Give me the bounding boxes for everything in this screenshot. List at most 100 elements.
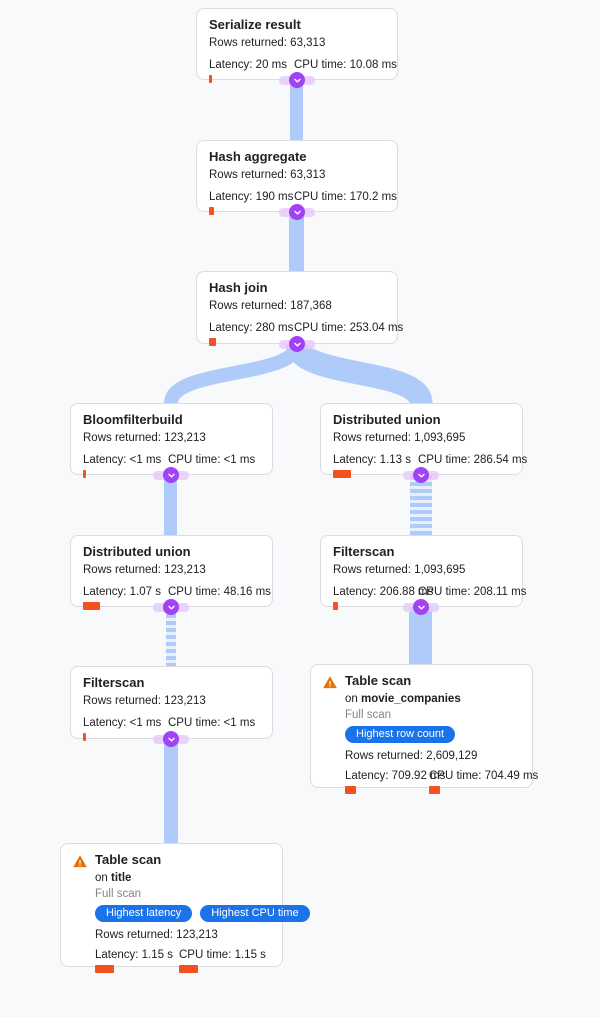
rows-returned-label: Rows returned: 2,609,129 [345,750,478,762]
rows-returned-label: Rows returned: 1,093,695 [333,432,466,444]
latency-bar [333,470,351,478]
on-prefix: on [95,872,111,884]
latency-bar [83,602,100,610]
edge-filterscan-right-to-tablescan-right [409,607,432,664]
plan-node-filterscan-left[interactable]: Filterscan Rows returned: 123,213 Latenc… [70,666,273,741]
edge-filterscan-left-to-tablescan-left [164,739,178,843]
plan-node-hash-aggregate[interactable]: Hash aggregate Rows returned: 63,313 Lat… [196,140,398,215]
latency-bar [209,75,212,83]
cpu-time-label: CPU time: 1.15 s [179,949,266,961]
scan-target: on title [95,871,270,886]
collapse-toggle-serialize-result[interactable] [279,72,315,88]
cpu-time-label: CPU time: <1 ms [168,717,256,729]
rows-returned-label: Rows returned: 123,213 [83,564,206,576]
node-title: Filterscan [83,675,145,690]
edge-serialize-to-hashaggregate [290,80,303,140]
cpu-time-bar [429,786,440,794]
table-name: title [111,872,132,884]
rows-returned-label: Rows returned: 1,093,695 [333,564,466,576]
latency-bar [345,786,356,794]
scan-target: on movie_companies [345,692,520,707]
rows-returned-label: Rows returned: 63,313 [209,169,326,181]
node-title: Hash aggregate [209,149,307,164]
edge-hashaggregate-to-hashjoin [289,212,304,271]
plan-node-bloomfilterbuild[interactable]: Bloomfilterbuild Rows returned: 123,213 … [70,403,273,478]
plan-node-hash-join[interactable]: Hash join Rows returned: 187,368 Latency… [196,271,404,346]
latency-bar [83,470,86,478]
chevron-down-icon[interactable] [289,204,305,220]
node-title: Distributed union [83,544,191,559]
chevron-down-icon[interactable] [163,599,179,615]
plan-node-table-scan-title[interactable]: Table scan on title Full scan Highest la… [60,843,310,973]
node-title: Serialize result [209,17,301,32]
plan-node-distributed-union-right[interactable]: Distributed union Rows returned: 1,093,6… [320,403,528,478]
scan-type-label: Full scan [345,709,392,721]
rows-returned-label: Rows returned: 187,368 [209,300,332,312]
latency-label: Latency: 206.88 ms [333,586,434,598]
latency-label: Latency: 1.13 s [333,454,411,466]
latency-label: Latency: 1.15 s [95,949,173,961]
cpu-time-label: CPU time: 170.2 ms [294,191,397,203]
latency-label: Latency: 709.92 ms [345,770,446,782]
node-title: Bloomfilterbuild [83,412,183,427]
latency-bar [333,602,338,610]
plan-node-table-scan-movie-companies[interactable]: Table scan on movie_companies Full scan … [310,664,539,794]
latency-bar [209,207,214,215]
latency-label: Latency: 190 ms [209,191,294,203]
badge-highest-latency: Highest latency [95,905,193,922]
rows-returned-label: Rows returned: 123,213 [95,929,218,941]
latency-label: Latency: 1.07 s [83,586,161,598]
latency-label: Latency: <1 ms [83,717,162,729]
latency-bar [209,338,216,346]
latency-label: Latency: 280 ms [209,322,294,334]
edge-fanout-hashjoin [164,344,433,403]
latency-label: Latency: 20 ms [209,59,287,71]
collapse-toggle-hash-join[interactable] [279,336,315,352]
cpu-time-label: CPU time: 10.08 ms [294,59,397,71]
rows-returned-label: Rows returned: 63,313 [209,37,326,49]
collapse-toggle-distributed-union-left[interactable] [153,599,189,615]
edge-distributed-union-right-to-filterscan-right [410,475,432,535]
node-title: Filterscan [333,544,395,559]
collapse-toggle-distributed-union-right[interactable] [403,467,439,483]
latency-bar [95,965,114,973]
chevron-down-icon[interactable] [163,731,179,747]
chevron-down-icon[interactable] [289,72,305,88]
cpu-time-bar [179,965,198,973]
chevron-down-icon[interactable] [413,599,429,615]
on-prefix: on [345,693,361,705]
cpu-time-label: CPU time: 48.16 ms [168,586,271,598]
scan-type-label: Full scan [95,888,142,900]
cpu-time-label: CPU time: 286.54 ms [418,454,528,466]
node-title: Table scan [345,673,412,688]
cpu-time-label: CPU time: 704.49 ms [429,770,539,782]
node-title: Hash join [209,280,268,295]
plan-node-serialize-result[interactable]: Serialize result Rows returned: 63,313 L… [196,8,398,83]
edge-bloomfilterbuild-to-distributed-union-left [164,475,177,535]
chevron-down-icon[interactable] [413,467,429,483]
edge-hashjoin-to-distributed-union-right [285,344,433,403]
latency-label: Latency: <1 ms [83,454,162,466]
plan-node-distributed-union-left[interactable]: Distributed union Rows returned: 123,213… [70,535,273,610]
edge-distributed-union-left-to-filterscan-left [166,607,176,666]
warning-icon [73,855,87,868]
table-name: movie_companies [361,693,461,705]
badge-highest-cpu-time: Highest CPU time [200,905,310,922]
chevron-down-icon[interactable] [163,467,179,483]
cpu-time-label: CPU time: <1 ms [168,454,256,466]
collapse-toggle-hash-aggregate[interactable] [279,204,315,220]
latency-bar [83,733,86,741]
collapse-toggle-filterscan-right[interactable] [403,599,439,615]
edge-hashjoin-to-bloomfilterbuild [164,344,304,403]
collapse-toggle-bloomfilterbuild[interactable] [153,467,189,483]
node-title: Distributed union [333,412,441,427]
badge-highest-row-count: Highest row count [345,726,456,743]
rows-returned-label: Rows returned: 123,213 [83,432,206,444]
cpu-time-label: CPU time: 253.04 ms [294,322,404,334]
chevron-down-icon[interactable] [289,336,305,352]
plan-node-filterscan-right[interactable]: Filterscan Rows returned: 1,093,695 Late… [320,535,527,610]
rows-returned-label: Rows returned: 123,213 [83,695,206,707]
collapse-toggle-filterscan-left[interactable] [153,731,189,747]
cpu-time-label: CPU time: 208.11 ms [418,586,527,598]
